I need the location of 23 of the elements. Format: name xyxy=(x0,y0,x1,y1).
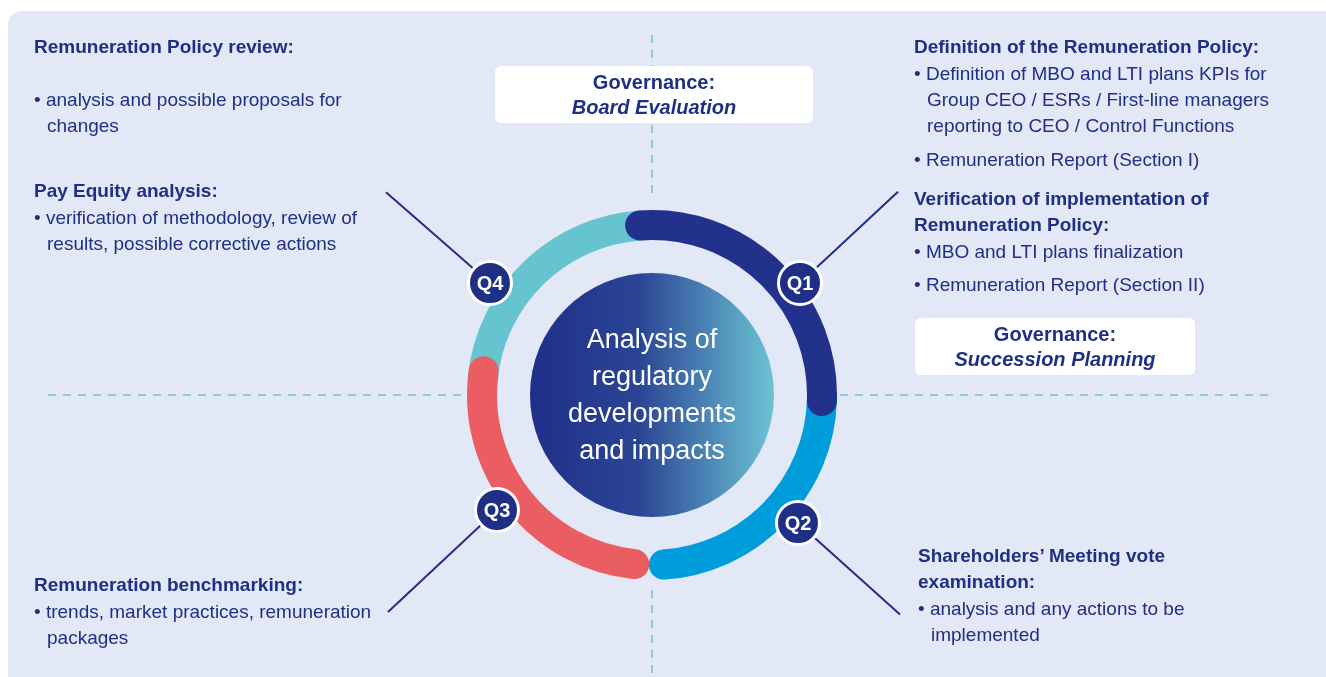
governance-topic: Succession Planning xyxy=(953,346,1157,372)
center-text: Analysis of regulatory developments and impacts xyxy=(566,323,738,467)
bullet-item: • verification of methodology, review of results, possible corrective actions xyxy=(34,206,359,256)
leader-line xyxy=(387,524,482,613)
leader-line xyxy=(815,190,899,269)
bullet-item: • trends, market practices, remuneration packages xyxy=(34,600,373,650)
governance-heading: Governance: xyxy=(591,69,717,95)
section-heading: Remuneration Policy review: xyxy=(34,35,295,59)
section-heading: Pay Equity analysis: xyxy=(34,179,219,203)
leader-line xyxy=(814,537,901,616)
leader-line xyxy=(385,191,474,269)
section-heading: Verification of implementation of Remuneration Policy: xyxy=(914,187,1210,237)
bullet-item: • analysis and any actions to be implemented xyxy=(918,597,1186,647)
bullet-item: • MBO and LTI plans finalization xyxy=(914,240,1185,264)
section-heading: Shareholders’ Meeting vote examination: xyxy=(918,544,1167,594)
bullet-item: • Remuneration Report (Section II) xyxy=(914,273,1206,297)
bullet-item: • analysis and possible proposals for changes xyxy=(34,88,343,138)
bullet-item: • Definition of MBO and LTI plans KPIs for Group CEO / ESRs / First-line managers reporting to CEO / Control Functions xyxy=(914,62,1271,138)
governance-heading: Governance: xyxy=(992,321,1118,347)
section-heading: Remuneration benchmarking: xyxy=(34,573,305,597)
section-heading: Definition of the Remuneration Policy: xyxy=(914,35,1261,59)
governance-topic: Board Evaluation xyxy=(570,94,738,120)
bullet-item: • Remuneration Report (Section I) xyxy=(914,148,1201,172)
